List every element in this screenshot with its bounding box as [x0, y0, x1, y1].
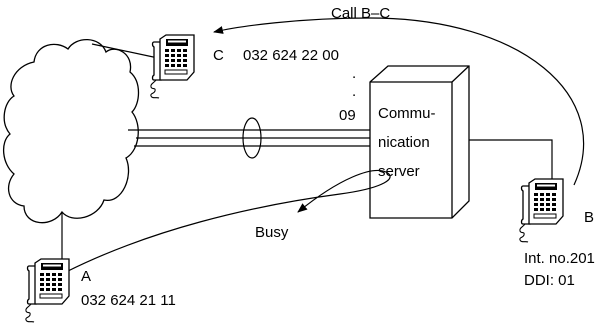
station-a-number: 032 624 21 11: [81, 292, 176, 309]
station-b-ddi: DDI: 01: [524, 272, 575, 289]
trunk-lines: [128, 129, 370, 147]
range-end: 09: [339, 107, 356, 124]
station-c-phone-icon: [150, 34, 195, 99]
range-dot-2: .: [352, 83, 356, 100]
station-b-phone-icon: [519, 178, 564, 243]
station-a-phone-icon: [25, 258, 70, 323]
communication-server: [369, 65, 470, 219]
line-station-b: [469, 139, 553, 182]
range-dot-1: .: [352, 65, 356, 82]
station-b-int-number: Int. no.201: [524, 250, 595, 267]
station-a-letter: A: [81, 268, 91, 285]
call-label: Call B–C: [331, 5, 390, 22]
station-c-letter: C: [213, 47, 224, 64]
busy-arrow: [65, 169, 391, 273]
busy-label: Busy: [255, 224, 289, 241]
line-station-c: [91, 43, 159, 59]
station-b-letter: B: [584, 209, 594, 226]
network-cloud: [3, 38, 140, 224]
server-label-line2: nication: [378, 134, 430, 151]
server-label-line1: Commu-: [378, 105, 436, 122]
server-label-line3: server: [378, 163, 420, 180]
call-arrow: [213, 17, 585, 186]
station-c-number: 032 624 22 00: [243, 47, 339, 64]
line-bundle-ellipse: [242, 117, 262, 159]
